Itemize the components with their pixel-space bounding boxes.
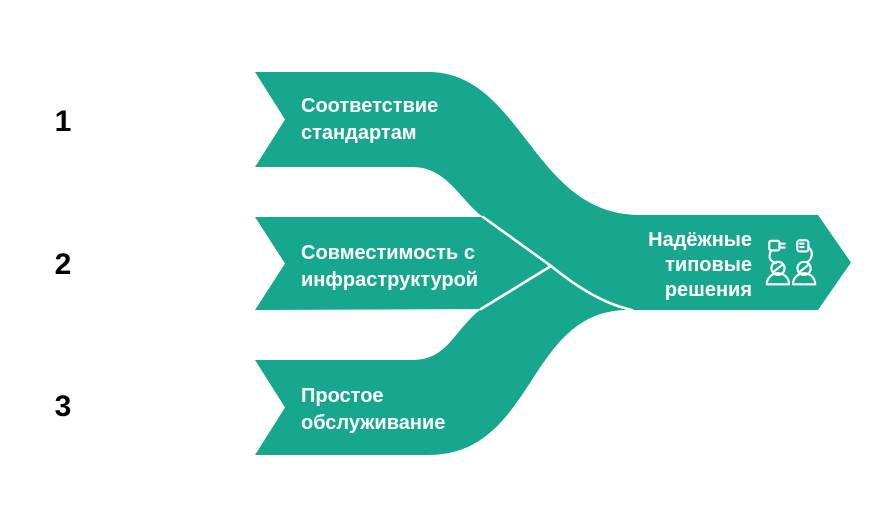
step-number-1: 1 [54, 105, 72, 138]
result-label: Надёжные типовые решения [648, 229, 752, 301]
step-number-2: 2 [54, 248, 72, 281]
band-label-maintenance: Простое обслуживание [301, 385, 446, 434]
right-person-body [791, 272, 817, 286]
people-connecting-plug-icon [765, 239, 817, 286]
socket-icon [796, 239, 810, 253]
left-person-head-slash [772, 263, 784, 274]
separator-cross-curve [549, 264, 634, 312]
left-person-head [770, 260, 786, 276]
right-person-head [796, 260, 812, 276]
separator-bottom-line [479, 264, 553, 311]
separator-top-line [481, 215, 553, 268]
plug-wire [768, 249, 778, 265]
left-person-body [765, 272, 791, 286]
socket-wire [805, 246, 813, 264]
band-label-compatibility: Совместимость с инфраструктурой [301, 242, 479, 291]
step-number-3: 3 [54, 390, 72, 423]
band-label-standards: Соответствие стандартам [301, 95, 439, 144]
junction-separator-lines [479, 215, 634, 312]
right-person-head-slash [798, 263, 810, 274]
plug-icon [768, 239, 781, 252]
arrows-body [255, 72, 851, 455]
